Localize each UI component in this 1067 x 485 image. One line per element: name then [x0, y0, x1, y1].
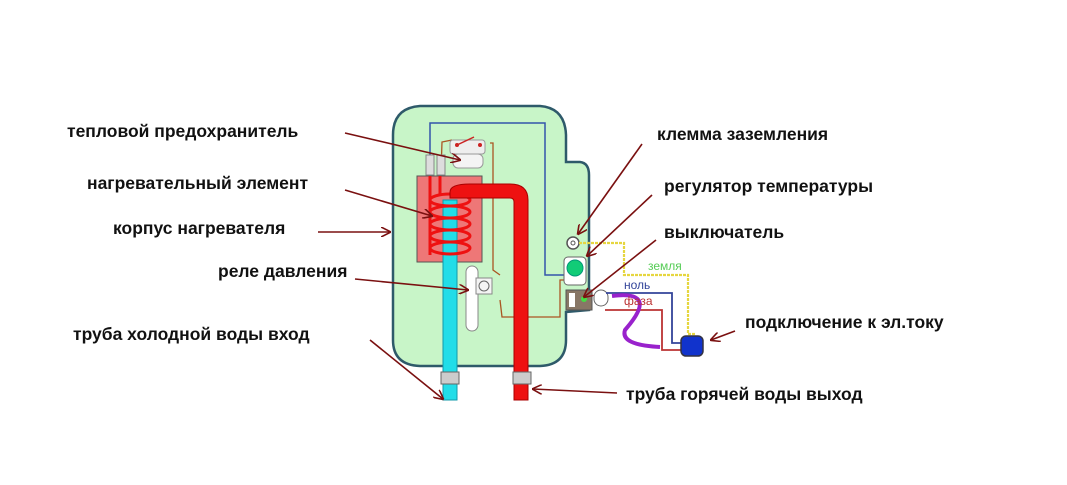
ground-wire: [579, 241, 695, 336]
terminal: [425, 154, 435, 176]
label-power-connection: подключение к эл.току: [745, 312, 944, 332]
cold-pipe-fitting: [440, 371, 460, 385]
power-plug: [680, 335, 704, 357]
arrow-hot-pipe: [533, 389, 618, 393]
arrow-power-connection: [711, 330, 736, 340]
arrow-ground-terminal: [578, 143, 643, 234]
ground-terminal: [566, 236, 580, 250]
label-heating-element: нагревательный элемент: [87, 173, 308, 193]
label-cold-pipe: труба холодной воды вход: [73, 324, 310, 344]
heating-coil: [428, 176, 472, 256]
label-thermostat: регулятор температуры: [664, 176, 873, 196]
wire-label-phase: фаза: [624, 294, 653, 308]
pressure-relay: [465, 265, 493, 332]
power-cable: [611, 293, 661, 349]
label-thermal-fuse: тепловой предохранитель: [67, 121, 299, 141]
arrow-cold-pipe: [369, 339, 443, 399]
wire-label-neutral: ноль: [624, 278, 650, 292]
arrow-pressure-relay: [354, 278, 468, 290]
callout-arrows: [318, 132, 736, 399]
arrow-switch: [584, 239, 657, 297]
neutral-wire: [606, 292, 685, 344]
arrow-thermal-fuse: [344, 132, 460, 160]
cold-water-pipe: [442, 199, 458, 401]
label-hot-pipe: труба горячей воды выход: [626, 384, 863, 404]
arrow-heating-element: [344, 189, 432, 216]
label-switch: выключатель: [664, 222, 784, 242]
internal-wire-blue: [429, 122, 565, 276]
label-ground-terminal: клемма заземления: [657, 124, 828, 144]
label-pressure-relay: реле давления: [218, 261, 347, 281]
terminal: [436, 154, 446, 176]
hot-pipe-fitting: [512, 371, 532, 385]
label-heater-body: корпус нагревателя: [113, 218, 285, 238]
wire-label-ground: земля: [648, 259, 682, 273]
phase-wire: [605, 309, 685, 351]
thermal-fuse: [449, 136, 486, 169]
arrow-thermostat: [587, 194, 653, 256]
